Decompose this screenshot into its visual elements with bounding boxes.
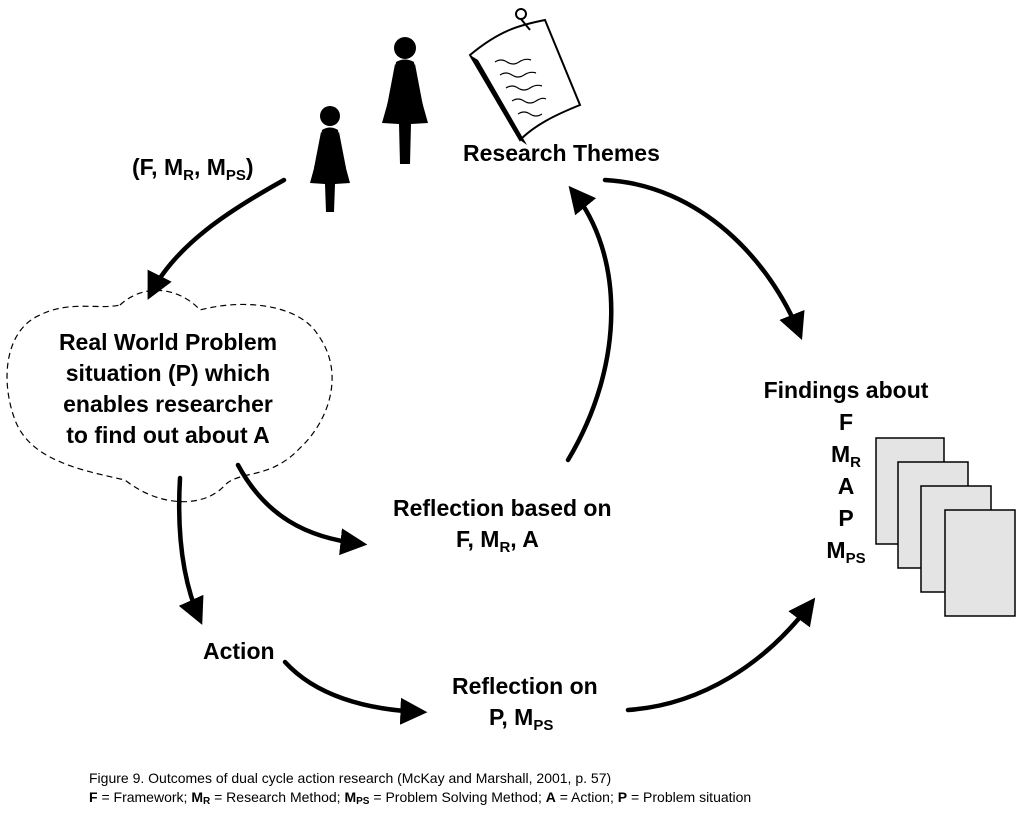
inputs-label: (F, MR, MPS) xyxy=(132,154,254,184)
document-stack-icon xyxy=(875,437,1016,617)
female-figure-icon xyxy=(310,106,350,212)
caption-legend: F = Framework; MR = Research Method; MPS… xyxy=(89,789,752,807)
problem-situation-label: Real World Problem situation (P) which e… xyxy=(58,329,278,448)
figure-caption: Figure 9. Outcomes of dual cycle action … xyxy=(89,769,751,807)
arrow-problem-to-action xyxy=(176,475,204,625)
arrow-problem-to-reflection xyxy=(235,462,368,556)
paper-sheet-icon xyxy=(468,8,582,145)
arrow-themes-to-findings xyxy=(602,177,805,341)
arrow-reflection-to-themes xyxy=(565,185,614,463)
caption-title: Figure 9. Outcomes of dual cycle action … xyxy=(89,770,612,786)
reflection-fma-label: Reflection based on F, MR, A xyxy=(393,495,612,556)
arrow-reflection-to-findings xyxy=(625,597,816,713)
problem-situation-cloud xyxy=(6,289,333,503)
arrow-inputs-to-problem xyxy=(147,177,287,300)
arrow-action-to-reflection xyxy=(282,659,428,725)
findings-label: Findings about F MR A P MPS xyxy=(763,377,929,567)
reflection-p-label: Reflection on P, MPS xyxy=(452,673,598,734)
female-figure-icon xyxy=(382,37,428,164)
action-label: Action xyxy=(203,638,275,664)
research-themes-label: Research Themes xyxy=(463,140,660,166)
